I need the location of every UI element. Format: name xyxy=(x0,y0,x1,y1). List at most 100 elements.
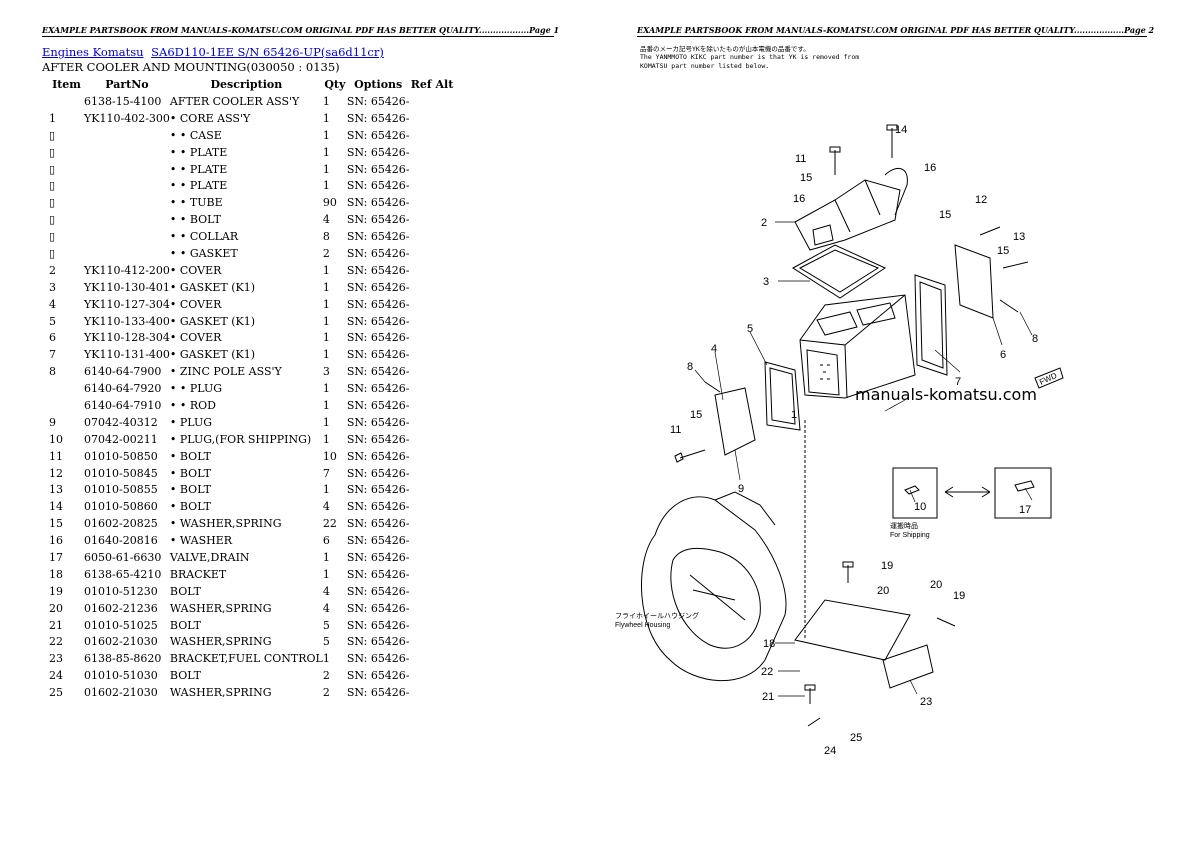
cell-qty: 1 xyxy=(322,331,330,345)
cell-ref-alt xyxy=(410,127,455,144)
cell-qty: 4 xyxy=(322,601,330,615)
cell-partno: 01010-50850 xyxy=(84,449,158,463)
callout-20: 20 xyxy=(930,579,942,591)
cell-description: • BOLT xyxy=(169,466,211,480)
cell-options: SN: 65426- xyxy=(346,635,410,649)
cell-qty: 1 xyxy=(322,179,330,193)
cell-description: BRACKET xyxy=(169,567,227,581)
cell-partno: 01602-21030 xyxy=(84,635,158,649)
cell-description: VALVE,DRAIN xyxy=(169,550,250,564)
cell-qty: 1 xyxy=(322,432,330,446)
cell-item: 11 xyxy=(49,449,63,463)
cell-partno xyxy=(84,245,170,262)
exploded-parts-diagram: フライホイールハウジング Flywheel Housing xyxy=(615,124,1064,757)
cell-qty: 1 xyxy=(322,128,330,142)
cell-options: SN: 65426- xyxy=(346,432,410,446)
cell-ref-alt xyxy=(410,380,455,397)
interchange-arrow-icon xyxy=(944,486,991,498)
cell-item: 24 xyxy=(49,669,63,683)
callout-21: 21 xyxy=(762,691,774,703)
callout-11: 11 xyxy=(795,153,806,165)
cell-partno: 01602-21236 xyxy=(84,601,158,615)
cell-qty: 2 xyxy=(322,669,330,683)
cell-ref-alt xyxy=(410,650,455,667)
cell-item: ▯ xyxy=(49,179,56,193)
cell-item: 3 xyxy=(49,280,56,294)
cell-options: SN: 65426- xyxy=(346,263,410,277)
callout-24: 24 xyxy=(824,745,836,757)
cell-item: 12 xyxy=(49,466,63,480)
cell-item: ▯ xyxy=(49,162,56,176)
cell-options: SN: 65426- xyxy=(346,652,410,666)
cell-ref-alt xyxy=(410,262,455,279)
cell-ref-alt xyxy=(410,161,455,178)
fwd-arrow-icon xyxy=(1034,367,1064,389)
cell-description: • GASKET (K1) xyxy=(169,280,256,294)
callout-8: 8 xyxy=(1032,333,1038,345)
cell-item: ▯ xyxy=(49,246,56,260)
cell-item: 14 xyxy=(49,500,63,514)
breadcrumb-link-model[interactable]: SA6D110-1EE S/N 65426-UP(sa6d11cr) xyxy=(151,45,384,59)
cell-description: • • TUBE xyxy=(169,196,223,210)
cell-options: SN: 65426- xyxy=(346,111,410,125)
cell-item: 7 xyxy=(49,348,56,362)
note-line-2: KOMATSU part number listed below. xyxy=(640,62,770,70)
callout-3: 3 xyxy=(763,276,769,288)
cell-item: 25 xyxy=(49,686,63,700)
cell-partno: 01602-20825 xyxy=(84,517,158,531)
page-2: EXAMPLE PARTSBOOK FROM MANUALS-KOMATSU.C… xyxy=(595,0,1190,842)
cell-description: • GASKET (K1) xyxy=(169,348,256,362)
cell-options: SN: 65426- xyxy=(346,415,410,429)
cell-description: • • PLATE xyxy=(169,162,228,176)
cell-ref-alt xyxy=(410,634,455,651)
cell-qty: 3 xyxy=(322,365,330,379)
cell-partno xyxy=(84,144,170,161)
cell-partno: 07042-40312 xyxy=(84,415,158,429)
callout-16: 16 xyxy=(924,162,936,174)
cell-description: WASHER,SPRING xyxy=(169,686,272,700)
cell-partno: 6138-15-4100 xyxy=(84,94,162,108)
cell-item: ▯ xyxy=(49,128,56,142)
cell-description: WASHER,SPRING xyxy=(169,635,272,649)
callout-8: 8 xyxy=(687,361,693,373)
cell-item: 1 xyxy=(49,111,56,125)
cell-item: 13 xyxy=(49,483,63,497)
cell-partno: 6138-85-8620 xyxy=(84,652,162,666)
cell-description: • • COLLAR xyxy=(169,230,239,244)
parts-table: Item PartNo Description Qty Options Ref … xyxy=(42,76,455,701)
cell-qty: 1 xyxy=(322,280,330,294)
cell-options: SN: 65426- xyxy=(346,534,410,548)
gasket-3-drawing xyxy=(792,244,887,299)
leader-lines xyxy=(694,221,1033,697)
cell-ref-alt xyxy=(410,481,455,498)
callout-6: 6 xyxy=(1000,349,1006,361)
cell-options: SN: 65426- xyxy=(346,94,410,108)
cell-description: • COVER xyxy=(169,263,222,277)
cell-description: BOLT xyxy=(169,618,201,632)
cell-options: SN: 65426- xyxy=(346,398,410,412)
cell-options: SN: 65426- xyxy=(346,483,410,497)
cell-description: • • CASE xyxy=(169,128,222,142)
callout-labels: 1234567889101111121314151515151616171819… xyxy=(670,124,1038,757)
page-header: EXAMPLE PARTSBOOK FROM MANUALS-KOMATSU.C… xyxy=(637,25,1155,37)
cell-ref-alt xyxy=(410,313,455,330)
cell-qty: 1 xyxy=(322,111,330,125)
top-cover-drawing xyxy=(794,167,908,251)
cell-qty: 1 xyxy=(322,348,330,362)
cell-description: BRACKET,FUEL CONTROL xyxy=(169,652,323,666)
cell-partno: 01010-50855 xyxy=(84,483,158,497)
cell-ref-alt xyxy=(410,228,455,245)
breadcrumb-link-engines[interactable]: Engines Komatsu xyxy=(42,45,144,59)
cell-item xyxy=(42,397,84,414)
